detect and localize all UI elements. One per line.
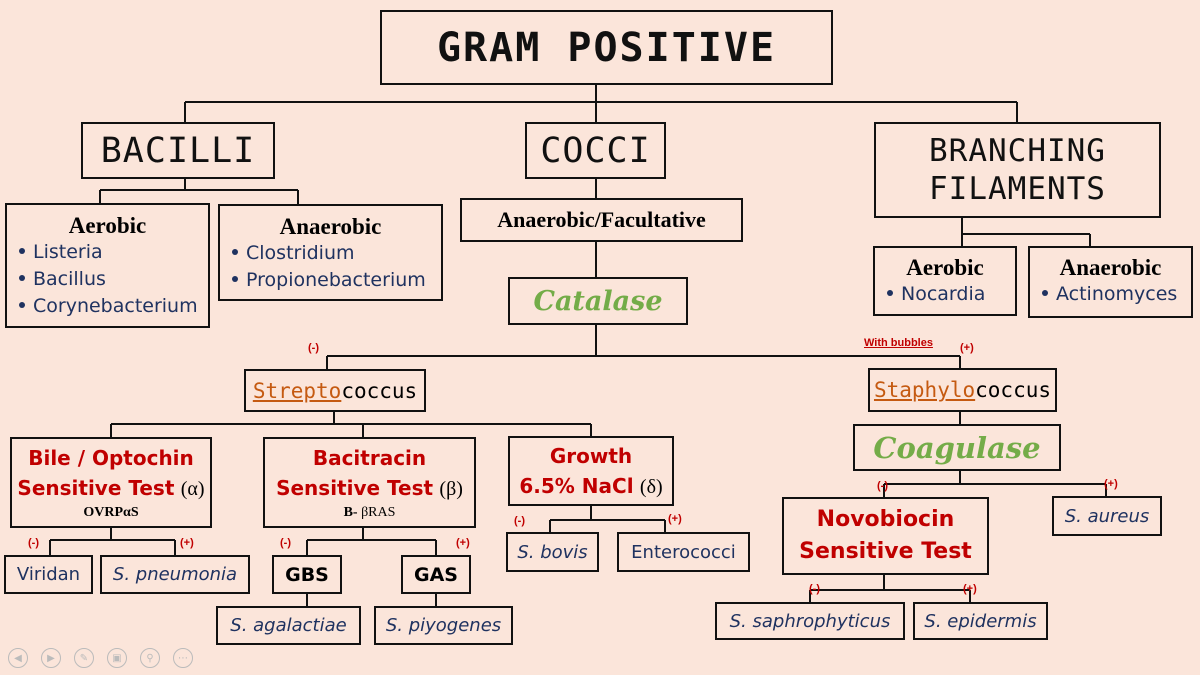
coagulase-negative-sign: (-) bbox=[877, 480, 888, 492]
novobiocin-line1: Novobiocin bbox=[816, 507, 955, 532]
growth-line1: Growth bbox=[549, 443, 633, 468]
novobiocin-positive-sign: (+) bbox=[963, 583, 977, 595]
s-aureus-box: S. aureus bbox=[1052, 496, 1162, 536]
s-agalactiae-label: S. agalactiae bbox=[230, 615, 347, 636]
slides-icon[interactable]: ▣ bbox=[107, 648, 127, 668]
s-piyogenes-label: S. piyogenes bbox=[385, 615, 502, 636]
zoom-icon[interactable]: ⚲ bbox=[140, 648, 160, 668]
novobiocin-test-box: Novobiocin Sensitive Test bbox=[782, 497, 989, 575]
gram-positive-title-box: GRAM POSITIVE bbox=[380, 10, 833, 85]
bacitracin-line2: Sensitive Test (β) bbox=[276, 476, 463, 500]
branching-anaerobic-box: Anaerobic Actinomyces bbox=[1028, 246, 1193, 318]
anaerobic-facultative-label: Anaerobic/Facultative bbox=[497, 207, 706, 232]
list-item: Clostridium bbox=[230, 240, 441, 267]
prev-slide-icon[interactable]: ◀ bbox=[8, 648, 28, 668]
bacilli-aerobic-heading: Aerobic bbox=[68, 213, 147, 238]
growth-negative-sign: (-) bbox=[514, 515, 525, 527]
bacitracin-line1: Bacitracin bbox=[312, 446, 427, 470]
branching-label: BRANCHING bbox=[929, 133, 1106, 169]
bacilli-anaerobic-heading: Anaerobic bbox=[279, 214, 382, 239]
enterococci-label: Enterococci bbox=[631, 541, 736, 563]
branching-aerobic-list: Nocardia bbox=[885, 281, 1015, 308]
next-slide-icon[interactable]: ▶ bbox=[41, 648, 61, 668]
bile-negative-sign: (-) bbox=[28, 537, 39, 549]
viridan-box: Viridan bbox=[4, 555, 93, 594]
list-item: Nocardia bbox=[885, 281, 1015, 308]
list-item: Listeria bbox=[17, 239, 208, 266]
more-icon[interactable]: ⋯ bbox=[173, 648, 193, 668]
branching-aerobic-heading: Aerobic bbox=[906, 255, 984, 280]
staphylococcus-label: Staphylococcus bbox=[873, 378, 1051, 402]
bile-optochin-line1: Bile / Optochin bbox=[28, 446, 194, 470]
gas-box: GAS bbox=[401, 555, 471, 594]
pen-icon[interactable]: ✎ bbox=[74, 648, 94, 668]
bile-positive-sign: (+) bbox=[180, 537, 194, 549]
bacilli-anaerobic-list: Clostridium Propionebacterium bbox=[230, 240, 441, 294]
filaments-label: FILAMENTS bbox=[929, 171, 1106, 207]
gbs-label: GBS bbox=[285, 563, 329, 586]
bile-optochin-test-box: Bile / Optochin Sensitive Test (α) OVRPα… bbox=[10, 437, 212, 528]
bacilli-anaerobic-box: Anaerobic Clostridium Propionebacterium bbox=[218, 204, 443, 301]
coagulase-box: Coagulase bbox=[853, 424, 1061, 471]
list-item: Corynebacterium bbox=[17, 293, 208, 320]
viridan-label: Viridan bbox=[16, 564, 81, 585]
gas-label: GAS bbox=[414, 563, 458, 586]
bacitracin-negative-sign: (-) bbox=[280, 537, 291, 549]
novobiocin-line2: Sensitive Test bbox=[799, 539, 972, 564]
growth-positive-sign: (+) bbox=[668, 513, 682, 525]
catalase-negative-sign: (-) bbox=[308, 342, 319, 354]
streptococcus-label: Streptococcus bbox=[252, 378, 418, 403]
anaerobic-facultative-box: Anaerobic/Facultative bbox=[460, 198, 743, 242]
bacitracin-test-box: Bacitracin Sensitive Test (β) B- βRAS bbox=[263, 437, 476, 528]
list-item: Actinomyces bbox=[1040, 281, 1191, 308]
bacilli-label: BACILLI bbox=[100, 130, 256, 171]
bacilli-aerobic-list: Listeria Bacillus Corynebacterium bbox=[17, 239, 208, 320]
catalase-label: Catalase bbox=[533, 285, 663, 317]
s-aureus-label: S. aureus bbox=[1064, 505, 1150, 527]
branching-aerobic-box: Aerobic Nocardia bbox=[873, 246, 1017, 316]
growth-line2: 6.5% NaCl (δ) bbox=[519, 473, 663, 498]
s-agalactiae-box: S. agalactiae bbox=[216, 606, 361, 645]
staphylococcus-box: Staphylococcus bbox=[868, 368, 1057, 412]
s-piyogenes-box: S. piyogenes bbox=[374, 606, 513, 645]
branching-anaerobic-heading: Anaerobic bbox=[1059, 255, 1162, 280]
cocci-box: COCCI bbox=[525, 122, 666, 179]
with-bubbles-note: With bubbles bbox=[864, 337, 933, 349]
branching-filaments-box: BRANCHING FILAMENTS bbox=[874, 122, 1161, 218]
s-bovis-label: S. bovis bbox=[517, 541, 588, 563]
list-item: Bacillus bbox=[17, 266, 208, 293]
catalase-box: Catalase bbox=[508, 277, 688, 325]
bacilli-box: BACILLI bbox=[81, 122, 275, 179]
s-pneumonia-box: S. pneumonia bbox=[100, 555, 250, 594]
bacitracin-positive-sign: (+) bbox=[456, 537, 470, 549]
coagulase-positive-sign: (+) bbox=[1104, 478, 1118, 490]
gram-positive-title: GRAM POSITIVE bbox=[436, 24, 777, 71]
s-epidermis-label: S. epidermis bbox=[924, 610, 1037, 632]
coagulase-label: Coagulase bbox=[873, 430, 1041, 465]
s-saphrophyticus-box: S. saphrophyticus bbox=[715, 602, 905, 640]
branching-anaerobic-list: Actinomyces bbox=[1040, 281, 1191, 308]
ovrpas-mnemonic: OVRPαS bbox=[83, 505, 139, 520]
bile-optochin-line2: Sensitive Test (α) bbox=[17, 476, 205, 500]
bacilli-aerobic-box: Aerobic Listeria Bacillus Corynebacteriu… bbox=[5, 203, 210, 328]
s-pneumonia-label: S. pneumonia bbox=[112, 564, 238, 585]
s-epidermis-box: S. epidermis bbox=[913, 602, 1048, 640]
s-bovis-box: S. bovis bbox=[506, 532, 599, 572]
catalase-positive-sign: (+) bbox=[960, 342, 974, 354]
gbs-box: GBS bbox=[272, 555, 342, 594]
list-item: Propionebacterium bbox=[230, 267, 441, 294]
novobiocin-negative-sign: (-) bbox=[809, 583, 820, 595]
streptococcus-box: Streptococcus bbox=[244, 369, 426, 412]
s-saphrophyticus-label: S. saphrophyticus bbox=[729, 610, 891, 632]
growth-nacl-test-box: Growth 6.5% NaCl (δ) bbox=[508, 436, 674, 506]
enterococci-box: Enterococci bbox=[617, 532, 750, 572]
cocci-label: COCCI bbox=[540, 130, 651, 171]
bras-mnemonic: B- βRAS bbox=[343, 505, 396, 520]
